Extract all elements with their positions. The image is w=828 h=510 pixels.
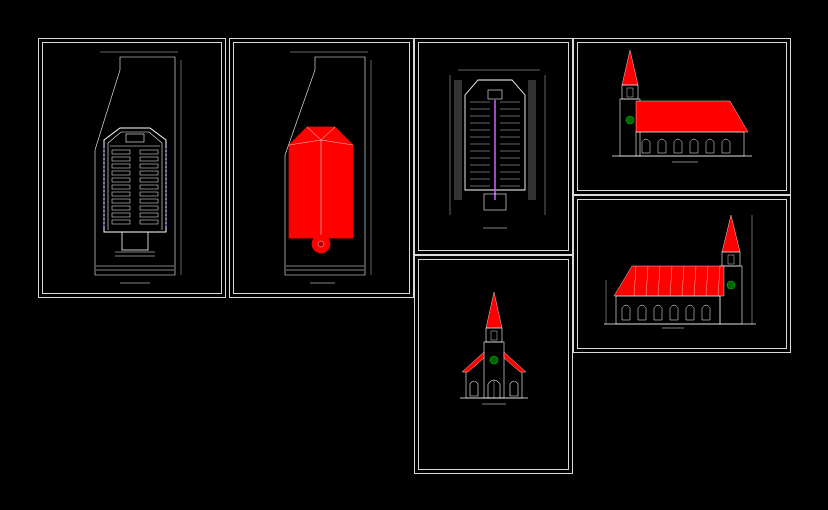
altar-block	[487, 89, 503, 100]
rafter-line	[633, 265, 637, 297]
arched-window	[653, 304, 663, 321]
spire	[485, 291, 503, 329]
arched-window	[641, 138, 651, 154]
pew-left	[111, 149, 131, 155]
tower-base	[483, 193, 507, 211]
sheet-inner-border	[577, 199, 787, 349]
pew-left	[111, 198, 131, 204]
arched-window	[701, 304, 711, 321]
column-grid	[454, 80, 536, 200]
front-elevation-drawing[interactable]	[460, 291, 528, 405]
sheet-inner-border	[42, 42, 222, 294]
rafter-line	[693, 265, 697, 297]
site-boundary	[284, 56, 366, 276]
arched-window	[705, 138, 715, 154]
structural-plan-drawing[interactable]	[449, 69, 546, 229]
emblem	[489, 355, 499, 365]
rafter-line	[681, 265, 685, 297]
sheet-inner-border	[233, 42, 410, 294]
roof-hip	[306, 126, 322, 141]
pew-left	[111, 163, 131, 169]
pew-left	[111, 205, 131, 211]
pew-right	[139, 163, 159, 169]
rafter-line	[669, 265, 673, 297]
pew-left	[111, 177, 131, 183]
pew-left	[111, 156, 131, 162]
sheet-inner-border	[418, 259, 569, 470]
bell-opening	[626, 87, 634, 98]
roof-rafter-lines	[633, 265, 721, 297]
sheet-structural-plan[interactable]	[414, 38, 573, 255]
pew-right	[139, 191, 159, 197]
altar-block	[125, 133, 145, 143]
pew-right	[139, 156, 159, 162]
main-door	[487, 379, 501, 399]
inner-wall	[107, 131, 163, 230]
pew-right	[139, 170, 159, 176]
pew-right	[139, 177, 159, 183]
nave-roof	[613, 265, 725, 297]
arched-window	[657, 138, 667, 154]
side-window	[469, 380, 479, 397]
sheet-front-elevation[interactable]	[414, 255, 573, 474]
gable-roof-left	[461, 351, 485, 373]
arched-window	[673, 138, 683, 154]
rafter-line	[705, 265, 709, 297]
bell-opening	[727, 254, 735, 265]
side-window	[509, 380, 519, 397]
gable-roof-right	[503, 351, 527, 373]
rafter-line	[717, 265, 721, 297]
nave-windows	[621, 304, 711, 321]
structure-outline	[464, 79, 526, 191]
arched-window	[721, 138, 731, 154]
pew-left	[111, 191, 131, 197]
tower-roof-apex	[317, 240, 325, 248]
vestibule	[121, 231, 149, 251]
bell-opening	[490, 330, 498, 341]
nave-roof	[635, 100, 749, 133]
spire	[721, 214, 741, 253]
arched-window	[621, 304, 631, 321]
pew-right	[139, 198, 159, 204]
roof-hip	[288, 139, 322, 146]
side-elevation-right-drawing[interactable]	[604, 214, 756, 329]
nave-windows	[641, 138, 731, 154]
pew-left	[111, 184, 131, 190]
roof-hip	[320, 139, 354, 146]
arched-window	[637, 304, 647, 321]
sheet-roof-plan[interactable]	[229, 38, 414, 298]
pew-right	[139, 219, 159, 225]
building-outline	[103, 127, 167, 233]
spire	[621, 49, 639, 86]
sheet-side-elevation-right[interactable]	[573, 195, 791, 353]
pew-rows	[111, 149, 159, 225]
sheet-inner-border	[577, 42, 787, 191]
floor-plan-drawing[interactable]	[94, 51, 182, 284]
roof-hip	[320, 126, 336, 141]
pew-right	[139, 212, 159, 218]
emblem	[625, 115, 635, 125]
rafter-line	[657, 265, 661, 297]
pew-left	[111, 170, 131, 176]
arched-window	[685, 304, 695, 321]
pew-left	[111, 212, 131, 218]
emblem	[726, 280, 736, 290]
pew-left	[111, 219, 131, 225]
arched-window	[689, 138, 699, 154]
pew-right	[139, 184, 159, 190]
pew-right	[139, 205, 159, 211]
arched-window	[669, 304, 679, 321]
sheet-side-elevation-left[interactable]	[573, 38, 791, 195]
side-elevation-left-drawing[interactable]	[612, 49, 752, 163]
pew-right	[139, 149, 159, 155]
rafter-line	[645, 265, 649, 297]
sheet-inner-border	[418, 42, 569, 251]
site-boundary	[94, 56, 176, 276]
sheet-floor-plan[interactable]	[38, 38, 226, 298]
roof-plan-drawing[interactable]	[284, 51, 372, 284]
